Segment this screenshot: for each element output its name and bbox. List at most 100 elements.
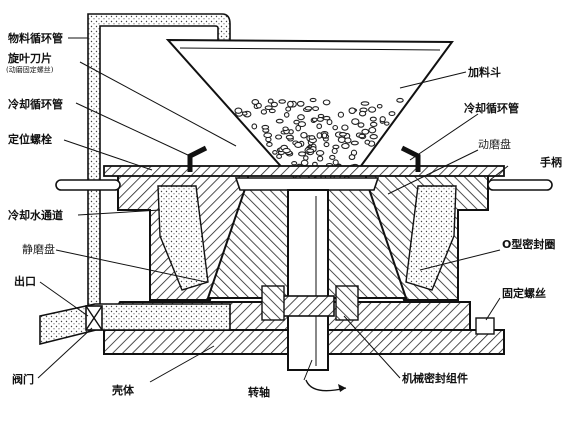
material-particle (275, 134, 283, 140)
shaft (287, 189, 329, 371)
material-particle (331, 147, 338, 155)
material-particle (364, 139, 371, 145)
material-particle (272, 150, 278, 155)
label-cooling-pipe-right: 冷却循环管 (464, 101, 519, 115)
label-static-disc: 静磨盘 (22, 242, 55, 256)
leader-lines (37, 37, 509, 383)
rotor-blade (234, 177, 380, 191)
material-particle (297, 121, 307, 128)
material-particle (298, 151, 307, 157)
mechanical-seal-assembly (281, 295, 335, 317)
handle-left (55, 179, 121, 191)
cooling-pipe-right (400, 145, 421, 172)
material-particle (261, 124, 270, 130)
material-particle (285, 106, 292, 112)
material-particle (369, 116, 377, 122)
label-hopper: 加料斗 (467, 65, 501, 79)
label-rotor-blade: 旋叶刀片 (7, 51, 52, 65)
material-particle (275, 118, 284, 124)
material-particle (337, 111, 345, 118)
material-particle (388, 111, 396, 117)
material-particle (270, 101, 278, 108)
material-particle (338, 132, 347, 137)
material-particle (368, 106, 377, 113)
material-particle (287, 100, 294, 108)
label-rotor-blade-note: (动磨固定螺丝) (6, 65, 54, 74)
material-particle (297, 114, 305, 121)
material-particle (341, 142, 350, 150)
material-particle (264, 105, 273, 111)
material-particle (316, 123, 323, 130)
label-o-ring: O型密封圈 (502, 237, 555, 251)
material-particle (396, 97, 404, 103)
material-particle (291, 161, 298, 166)
material-particle (360, 101, 370, 106)
material-particle (384, 121, 390, 126)
cooling-channel-left (157, 185, 209, 291)
label-handle: 手柄 (540, 155, 562, 169)
label-shaft: 转轴 (248, 385, 270, 399)
material-particle (278, 99, 286, 104)
label-cooling-pipe-left: 冷却循环管 (8, 97, 63, 111)
hopper-material-particles (234, 97, 404, 182)
material-particle (260, 109, 268, 115)
material-particle (322, 115, 331, 121)
material-particle (350, 140, 359, 146)
material-particle (304, 106, 313, 111)
material-particle (376, 103, 383, 109)
material-particle (344, 137, 352, 144)
material-particle (337, 136, 346, 144)
material-particle (379, 116, 386, 123)
material-particle (234, 107, 243, 114)
material-particle (332, 124, 339, 131)
material-particle (322, 99, 331, 106)
material-particle (321, 132, 328, 139)
material-particle (309, 97, 317, 103)
material-particle (316, 155, 324, 162)
material-particle (316, 116, 324, 122)
material-particle (368, 126, 377, 134)
material-particle (251, 123, 258, 130)
label-seal-assembly: 机械密封组件 (402, 371, 468, 385)
top-cover (103, 165, 505, 177)
material-particle (348, 154, 356, 161)
material-particle (285, 134, 294, 140)
label-locating-bolt: 定位螺栓 (8, 132, 52, 146)
label-valve: 阀门 (12, 372, 34, 386)
material-particle (361, 128, 370, 135)
label-fixing-bolt: 固定螺丝 (502, 286, 546, 300)
label-material-pipe: 物料循环管 (8, 31, 63, 45)
material-particle (276, 153, 283, 159)
material-particle (369, 121, 378, 128)
material-particle (266, 141, 273, 147)
label-cooling-channel: 冷却水通道 (8, 208, 63, 222)
material-particle (351, 118, 360, 125)
label-moving-disc: 动磨盘 (478, 137, 511, 151)
material-particle (300, 131, 308, 139)
material-particle (308, 135, 316, 140)
fixing-bolt (475, 317, 495, 335)
material-particle (369, 134, 378, 140)
label-housing: 壳体 (111, 383, 135, 397)
material-particle (263, 132, 273, 139)
material-particle (323, 141, 330, 148)
material-particle (348, 107, 356, 115)
material-particle (341, 124, 349, 131)
material-particle (282, 126, 289, 132)
material-particle (329, 154, 336, 160)
material-particle (357, 122, 365, 128)
material-particle (268, 108, 276, 114)
material-particle (283, 112, 290, 118)
cooling-channel-right (405, 185, 457, 291)
material-particle (358, 133, 366, 139)
material-particle (311, 117, 318, 123)
material-particle (312, 106, 320, 112)
handle-right (487, 179, 553, 191)
material-particle (326, 119, 333, 126)
material-particle (315, 150, 325, 156)
material-particle (267, 98, 274, 104)
material-particle (358, 110, 367, 117)
material-particle (282, 147, 291, 154)
